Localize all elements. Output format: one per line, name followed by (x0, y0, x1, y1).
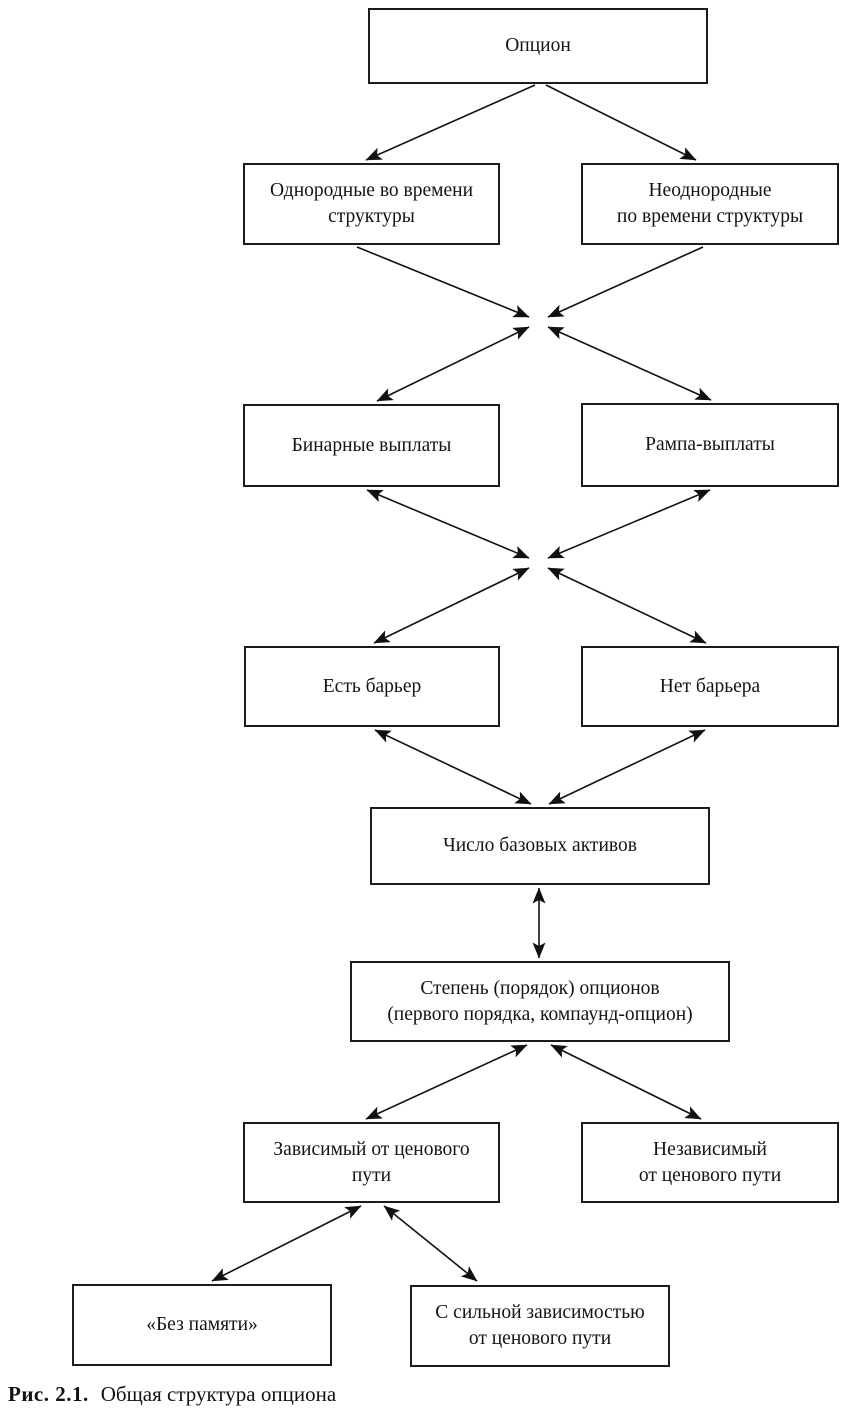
node-no-barrier: Нет барьера (581, 646, 839, 727)
arrow-cross2-to-no-barrier (547, 567, 707, 644)
node-path-dependent-line2: пути (351, 1164, 392, 1186)
node-binary-payoffs-label: Бинарные выплаты (291, 434, 452, 456)
arrow-option-to-time-inhomogeneous (545, 84, 697, 161)
arrow-cross1-to-binary-payoffs (376, 326, 530, 402)
figure-caption-text: Общая структура опциона (100, 1382, 337, 1406)
node-strong-path-dependence: С сильной зависимостью от ценового пути (410, 1285, 670, 1367)
node-path-independent-line1: Независимый (653, 1138, 767, 1160)
arrow-path-dependent-to-strong-path-dependence (383, 1205, 478, 1282)
figure-caption: Рис. 2.1. Общая структура опциона (8, 1380, 336, 1408)
node-path-dependent-line1: Зависимый от ценового (273, 1138, 470, 1160)
node-time-homogeneous: Однородные во времени структуры (243, 163, 500, 245)
arrow-has-barrier-to-num-underlyings (374, 729, 532, 805)
node-memoryless: «Без памяти» (72, 1284, 332, 1366)
node-option-order-line2: (первого порядка, компаунд-опцион) (387, 1003, 693, 1025)
node-memoryless-label: «Без памяти» (146, 1314, 258, 1335)
arrow-ramp-payoffs-to-cross2 (547, 489, 711, 559)
node-path-independent: Независимый от ценового пути (581, 1122, 839, 1203)
node-has-barrier: Есть барьер (244, 646, 500, 727)
figure-caption-number: Рис. 2.1. (8, 1382, 89, 1406)
node-time-inhomogeneous: Неоднородные по времени структуры (581, 163, 839, 245)
node-option: Опцион (368, 8, 708, 84)
arrow-binary-payoffs-to-cross2 (366, 489, 530, 559)
node-time-inhomogeneous-line2: по времени структуры (616, 206, 804, 227)
arrow-option-order-to-path-independent (550, 1044, 702, 1120)
node-no-barrier-label: Нет барьера (659, 675, 761, 697)
node-binary-payoffs: Бинарные выплаты (243, 404, 500, 487)
node-path-dependent: Зависимый от ценового пути (243, 1122, 500, 1203)
arrow-no-barrier-to-num-underlyings (548, 729, 706, 805)
arrow-time-homogeneous-to-cross1 (356, 246, 530, 318)
node-ramp-payoffs: Рампа-выплаты (581, 403, 839, 487)
node-time-homogeneous-line1: Однородные во времени (269, 180, 474, 201)
node-path-independent-line2: от ценового пути (638, 1164, 782, 1186)
node-num-underlyings: Число базовых активов (370, 807, 710, 885)
arrow-path-dependent-to-memoryless (211, 1205, 362, 1282)
arrow-cross1-to-ramp-payoffs (547, 326, 712, 401)
node-ramp-payoffs-label: Рампа-выплаты (645, 434, 775, 455)
node-strong-path-dependence-line1: С сильной зависимостью (435, 1302, 645, 1323)
node-option-order-line1: Степень (порядок) опционов (420, 977, 660, 999)
node-time-inhomogeneous-line1: Неоднородные (648, 180, 772, 201)
arrow-time-inhomogeneous-to-cross1 (547, 246, 704, 318)
node-option-label: Опцион (505, 35, 571, 56)
arrow-option-order-to-path-dependent (365, 1044, 528, 1120)
node-option-order: Степень (порядок) опционов (первого поря… (350, 961, 730, 1042)
arrow-cross2-to-has-barrier (373, 567, 530, 644)
node-num-underlyings-label: Число базовых активов (443, 835, 637, 856)
node-time-homogeneous-line2: структуры (328, 206, 415, 227)
node-has-barrier-label: Есть барьер (322, 675, 422, 697)
arrow-option-to-time-homogeneous (365, 84, 536, 161)
node-strong-path-dependence-line2: от ценового пути (468, 1328, 612, 1349)
